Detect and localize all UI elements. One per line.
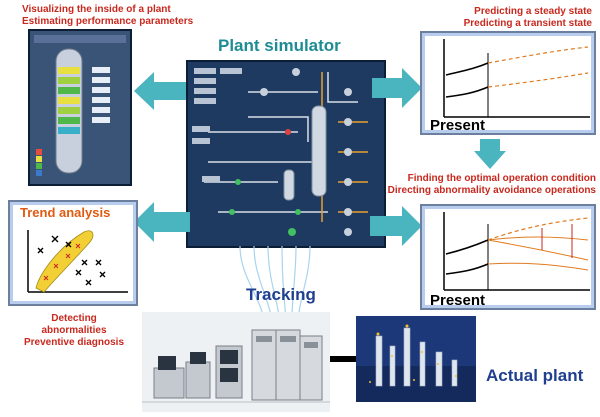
- arrow-to-prediction: [372, 68, 422, 108]
- optimization-graph: Present: [420, 204, 596, 310]
- caption-line: Visualizing the inside of a plant: [22, 4, 171, 15]
- caption-line: Preventive diagnosis: [23, 337, 125, 348]
- arrow-to-optimization: [370, 206, 422, 246]
- actual-plant-image: [356, 316, 476, 402]
- plant-simulator-title: Plant simulator: [218, 36, 341, 55]
- trend-analysis-panel: Trend analysis: [8, 200, 138, 306]
- prediction-chart: [443, 39, 590, 118]
- plant-simulator-screen: [186, 60, 386, 248]
- caption-line: Directing abnormality avoidance operatio…: [387, 185, 596, 196]
- column-visualization-panel: [28, 29, 132, 186]
- caption-line: Detecting abnormalities: [41, 313, 107, 336]
- control-room-graphic: [142, 312, 330, 412]
- tracking-wires: [239, 246, 311, 320]
- column-visualization-graphic: [30, 31, 130, 184]
- control-room-image: [142, 312, 330, 412]
- prediction-graph: Present: [420, 31, 596, 135]
- tracking-title: Tracking: [246, 285, 316, 304]
- actual-plant-graphic: [356, 316, 476, 402]
- present-label: Present: [430, 292, 486, 309]
- arrow-to-trend: [134, 202, 190, 242]
- trend-scatter-plot: [27, 230, 128, 293]
- trend-analysis-title: Trend analysis: [20, 205, 111, 220]
- connection-link: [330, 356, 358, 362]
- caption-line: Predicting a steady state: [474, 6, 592, 17]
- diagnosis-caption: Detecting abnormalities Preventive diagn…: [18, 313, 130, 349]
- caption-line: Estimating performance parameters: [22, 16, 194, 27]
- present-label: Present: [430, 117, 486, 134]
- prediction-caption: Predicting a steady state Predicting a t…: [424, 6, 592, 30]
- optimization-caption: Finding the optimal operation condition …: [384, 173, 596, 197]
- caption-line: Predicting a transient state: [463, 18, 592, 29]
- arrow-down: [474, 139, 506, 169]
- actual-plant-title: Actual plant: [486, 366, 584, 385]
- process-flow-diagram: [188, 62, 384, 246]
- arrow-to-visualization: [134, 72, 190, 110]
- visualization-caption: Visualizing the inside of a plant Estima…: [22, 4, 193, 28]
- optimization-chart: [443, 212, 590, 291]
- caption-line: Finding the optimal operation condition: [407, 173, 596, 184]
